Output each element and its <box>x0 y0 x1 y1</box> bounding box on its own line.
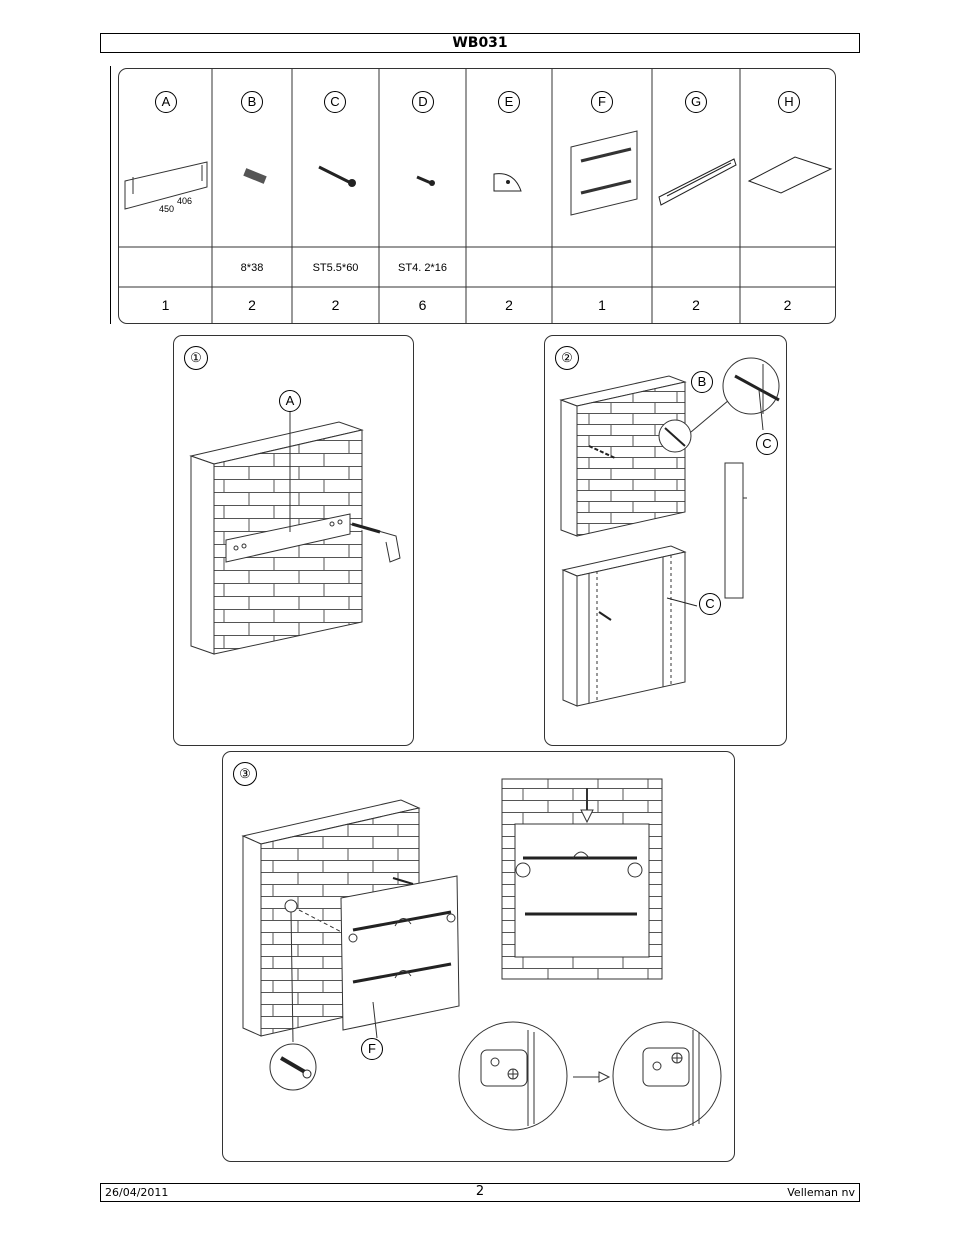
step-1-illustration <box>189 412 401 655</box>
part-qty-b: 2 <box>248 297 256 313</box>
footer-page-number: 2 <box>475 1184 485 1199</box>
footer-company: Velleman nv <box>787 1186 855 1199</box>
glass-shelf-icon <box>747 156 833 194</box>
part-qty-a: 1 <box>161 297 170 313</box>
parts-table-grid <box>119 69 835 323</box>
part-letter-e: E <box>498 91 520 113</box>
step-1-number: ① <box>184 346 208 370</box>
callout-f: F <box>361 1038 383 1060</box>
wall-plug-icon <box>243 168 267 184</box>
part-letter-g: G <box>685 91 707 113</box>
part-letter-a: A <box>155 91 177 113</box>
parts-table: 406 450 A B C D E F G H 8*38 ST5.5*60 ST… <box>118 68 836 324</box>
template-dimension-406: 406 <box>177 196 193 206</box>
step-2-number: ② <box>555 346 579 370</box>
step-3-panel: ③ F <box>222 751 735 1162</box>
part-qty-g: 2 <box>692 297 700 313</box>
callout-b: B <box>691 371 713 393</box>
part-letter-c: C <box>324 91 346 113</box>
step-2-illustration <box>559 357 780 707</box>
part-code-d: ST4. 2*16 <box>398 262 447 274</box>
step-2-panel: ② B C C <box>544 335 787 746</box>
part-letter-b: B <box>241 91 263 113</box>
step-3-number: ③ <box>233 762 257 786</box>
template-dimension-450: 450 <box>159 204 175 214</box>
part-code-b: 8*38 <box>240 262 264 274</box>
part-letter-d: D <box>412 91 434 113</box>
margin-line <box>110 66 111 324</box>
long-screw-icon <box>318 165 356 187</box>
wall-plate-icon <box>570 130 638 216</box>
step-3-illustration <box>241 778 722 1131</box>
page-footer: 26/04/2011 2 Velleman nv <box>100 1183 860 1202</box>
part-qty-e: 2 <box>505 297 513 313</box>
document-title: WB031 <box>100 33 860 53</box>
step-1-panel: ① A <box>173 335 414 746</box>
corner-bracket-icon <box>493 173 522 192</box>
footer-date: 26/04/2011 <box>105 1186 169 1199</box>
rail-icon <box>658 158 737 206</box>
part-qty-h: 2 <box>783 297 792 313</box>
part-qty-d: 6 <box>418 297 427 313</box>
callout-c-top: C <box>756 433 778 455</box>
part-letter-h: H <box>778 91 800 113</box>
template-icon <box>124 161 208 210</box>
part-letter-f: F <box>591 91 613 113</box>
part-code-c: ST5.5*60 <box>312 262 359 274</box>
callout-c-bottom: C <box>699 593 721 615</box>
short-screw-icon <box>416 175 435 186</box>
part-qty-c: 2 <box>331 297 340 313</box>
part-qty-f: 1 <box>598 297 606 313</box>
callout-a: A <box>279 390 301 412</box>
